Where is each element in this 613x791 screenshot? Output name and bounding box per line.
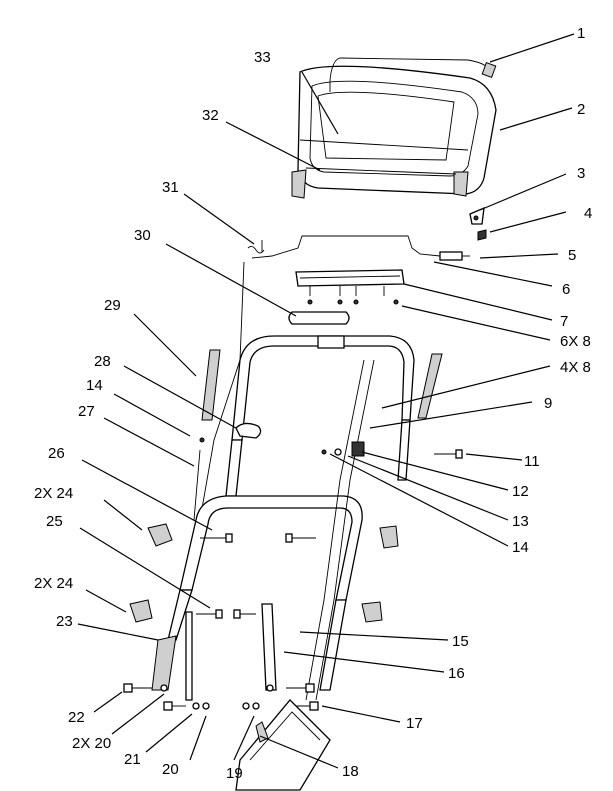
callout-4x8: 4X 8 xyxy=(560,359,591,376)
callout-28: 28 xyxy=(94,353,111,370)
upper-handle-drawing xyxy=(225,335,415,497)
callout-15: 15 xyxy=(452,633,469,650)
callout-27: 27 xyxy=(78,403,95,420)
bracket-drawing xyxy=(151,603,277,701)
callout-25: 25 xyxy=(46,513,63,530)
callout-14-right: 14 xyxy=(512,539,529,556)
side-rail-drawing xyxy=(201,349,443,421)
callout-19: 19 xyxy=(226,765,243,782)
callout-17: 17 xyxy=(406,715,423,732)
callout-labels: 1 2 3 4 5 6 7 6X 8 4X 8 9 11 12 13 14 15… xyxy=(34,25,592,782)
callout-29: 29 xyxy=(104,297,121,314)
callout-2x24-upper: 2X 24 xyxy=(34,485,73,502)
callout-33: 33 xyxy=(254,49,271,66)
callout-1: 1 xyxy=(577,25,585,42)
callout-12: 12 xyxy=(512,483,529,500)
callout-3: 3 xyxy=(577,165,585,182)
callout-32: 32 xyxy=(202,107,219,124)
callout-21: 21 xyxy=(124,751,141,768)
callout-23: 23 xyxy=(56,613,73,630)
callout-2x20: 2X 20 xyxy=(72,735,111,752)
bolt-drawing xyxy=(196,449,463,619)
callout-11: 11 xyxy=(524,453,540,470)
washer-and-nut-drawing xyxy=(469,206,487,241)
callout-22: 22 xyxy=(68,709,85,726)
callout-18: 18 xyxy=(342,763,359,780)
bail-cable-drawing xyxy=(329,57,497,92)
switch-bar-drawing xyxy=(295,269,405,305)
callout-26: 26 xyxy=(48,445,65,462)
callout-5: 5 xyxy=(568,247,576,264)
lower-fastener-drawing xyxy=(123,683,319,711)
callout-16: 16 xyxy=(448,665,465,682)
small-hardware-drawing xyxy=(199,422,365,457)
grip-drawing xyxy=(288,311,350,325)
callout-leader-lines xyxy=(77,33,575,769)
callout-6x8: 6X 8 xyxy=(560,333,591,350)
callout-31: 31 xyxy=(162,179,179,196)
callout-20: 20 xyxy=(162,761,179,778)
lower-handle-drawing xyxy=(167,359,375,701)
control-panel-cover-drawing xyxy=(291,65,497,199)
callout-13: 13 xyxy=(512,513,529,530)
callout-9: 9 xyxy=(544,395,552,412)
callout-6: 6 xyxy=(562,281,570,298)
callout-2: 2 xyxy=(577,101,585,118)
throttle-cable-drawing xyxy=(247,235,470,261)
callout-7: 7 xyxy=(560,313,568,330)
callout-14-left: 14 xyxy=(86,377,103,394)
callout-4: 4 xyxy=(584,205,592,222)
knob-drawing xyxy=(129,523,399,623)
callout-30: 30 xyxy=(134,227,151,244)
callout-2x24-lower: 2X 24 xyxy=(34,575,73,592)
